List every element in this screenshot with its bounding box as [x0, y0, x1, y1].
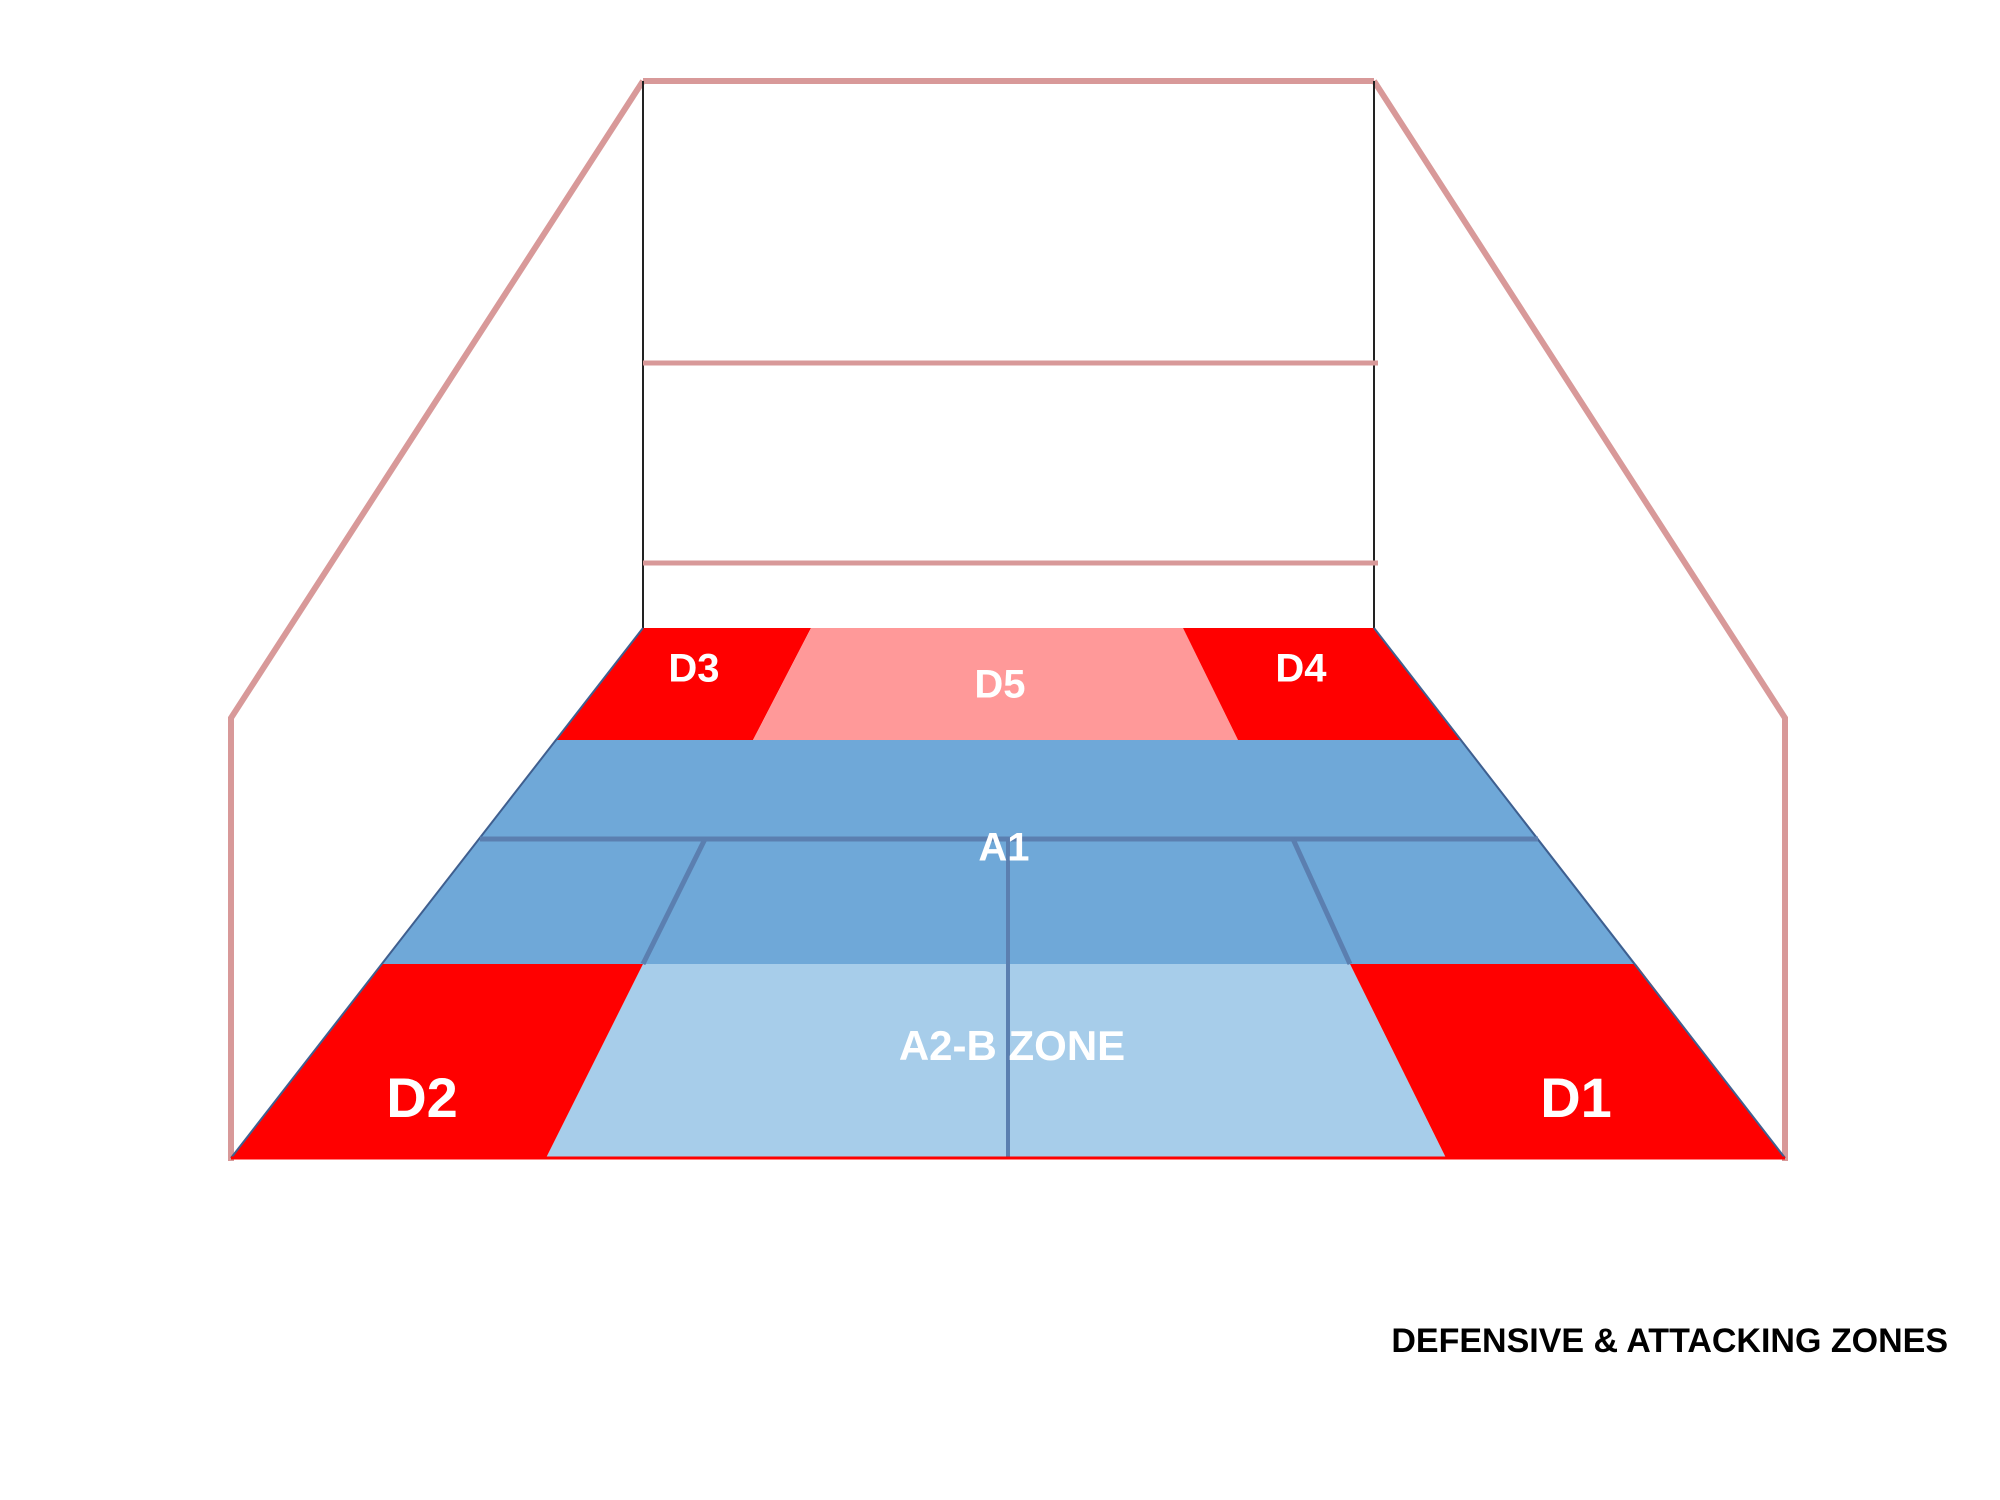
right-side-wall-outline: [1371, 79, 1788, 1161]
zone-a1-label: A1: [978, 826, 1029, 870]
right-service-box-line: [1290, 837, 1353, 966]
left-service-box-line: [640, 837, 708, 966]
floor-right-sideline: [1373, 627, 1786, 1159]
zone-d2-label: D2: [386, 1066, 458, 1129]
zone-d1: [1350, 964, 1785, 1158]
zone-d4-label: D4: [1275, 647, 1327, 691]
zone-d4: [1183, 628, 1462, 740]
zone-d5-label: D5: [974, 663, 1025, 707]
left-side-wall-outline: [228, 79, 646, 1161]
zone-d3-label: D3: [668, 647, 719, 691]
zone-d5: [753, 628, 1238, 740]
zone-a2b-label: A2-B ZONE: [899, 1022, 1125, 1069]
zone-d1-label: D1: [1540, 1066, 1612, 1129]
floor-left-sideline: [230, 627, 644, 1159]
zone-d3: [556, 628, 811, 740]
zone-a2b: [546, 964, 1446, 1158]
diagram-caption: DEFENSIVE & ATTACKING ZONES: [1391, 1322, 1948, 1360]
zone-d2: [231, 964, 643, 1158]
